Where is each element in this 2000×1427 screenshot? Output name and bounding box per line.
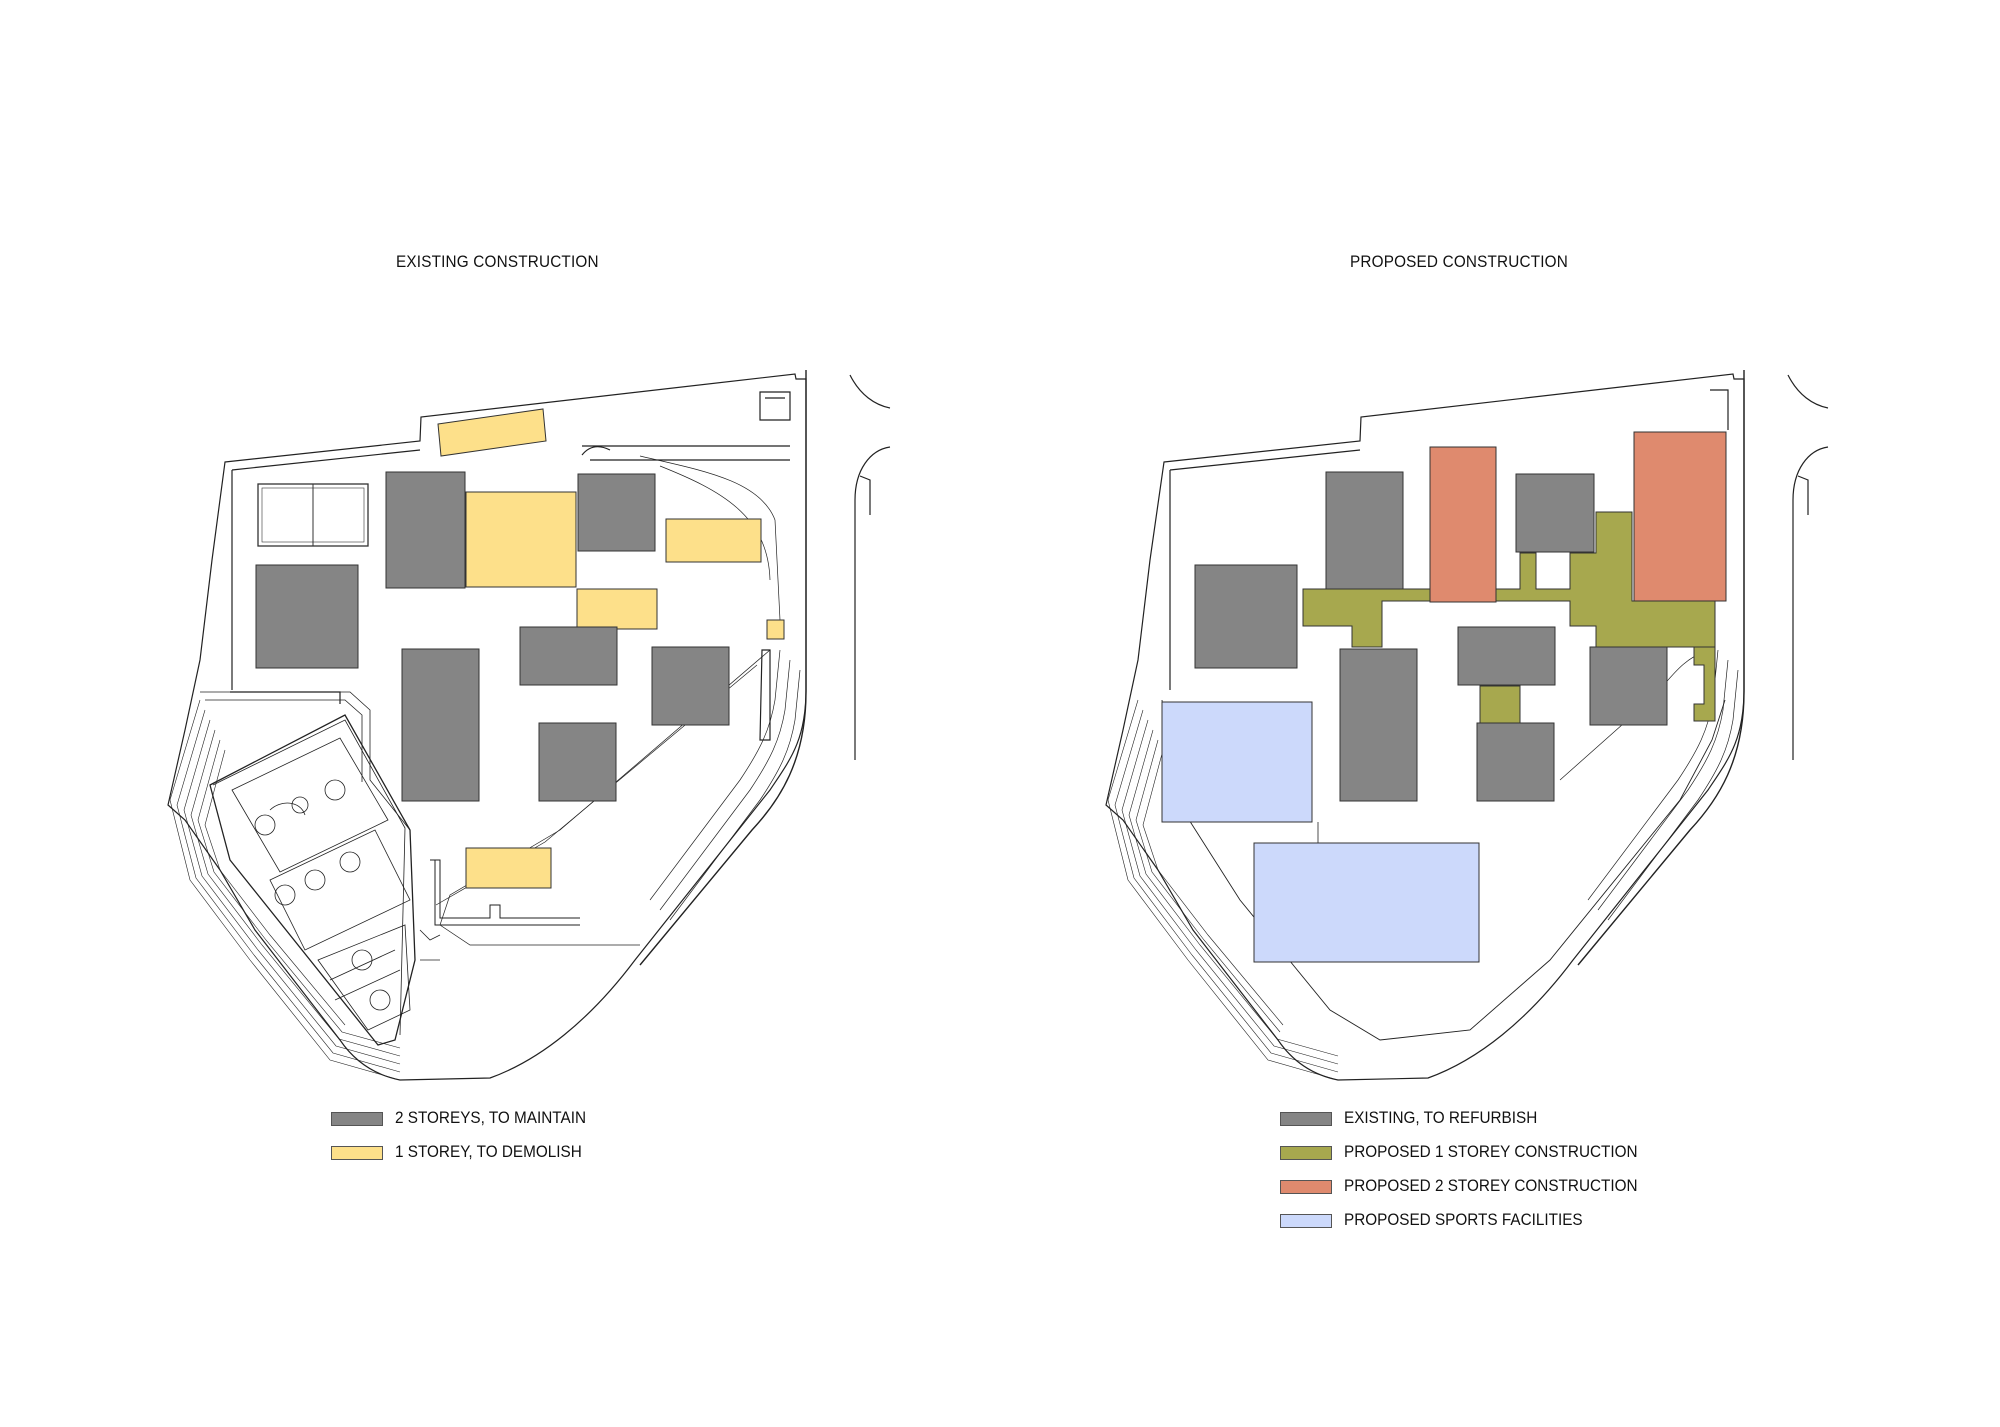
maintain-building [538, 722, 617, 802]
refurbish-building [1515, 473, 1595, 553]
legend-swatch-yellow [331, 1146, 383, 1160]
proposed-1-storey-building [1693, 646, 1716, 722]
demolish-building [465, 491, 577, 588]
existing-sports-courts [209, 714, 416, 1046]
legend-swatch-grey [331, 1112, 383, 1126]
proposed-2-storey-building [1633, 431, 1727, 602]
proposed-site-boundary [1105, 373, 1745, 1081]
legend-label: 1 STOREY, TO DEMOLISH [395, 1142, 582, 1161]
demolish-building [576, 588, 658, 630]
proposed-2-storey-building [1429, 446, 1497, 603]
demolish-building [665, 518, 762, 563]
legend-swatch-grey [1280, 1112, 1332, 1126]
refurbish-building [1325, 471, 1404, 590]
maintain-building [519, 626, 618, 686]
demolish-building [766, 619, 785, 640]
legend-swatch-salmon [1280, 1180, 1332, 1194]
maintain-building [385, 471, 466, 589]
proposed-construction-title: PROPOSED CONSTRUCTION [1350, 252, 1568, 271]
proposed-sports-facility [1161, 701, 1313, 823]
refurbish-building [1476, 722, 1555, 802]
legend-swatch-blue [1280, 1214, 1332, 1228]
legend-label: EXISTING, TO REFURBISH [1344, 1108, 1538, 1127]
maintain-building [401, 648, 480, 802]
existing-site-plan [167, 370, 891, 1081]
proposed-1-storey-building [1302, 511, 1716, 648]
proposed-1-storey-building [1479, 685, 1521, 725]
existing-construction-title: EXISTING CONSTRUCTION [396, 252, 599, 271]
legend-label: PROPOSED 2 STOREY CONSTRUCTION [1344, 1176, 1638, 1195]
maintain-building [651, 646, 730, 726]
maintain-building [577, 473, 656, 552]
legend-label: PROPOSED SPORTS FACILITIES [1344, 1210, 1583, 1229]
legend-swatch-olive [1280, 1146, 1332, 1160]
demolish-building [465, 847, 552, 889]
existing-site-boundary [167, 373, 807, 1081]
refurbish-building [1457, 626, 1556, 686]
proposed-buildings [1161, 431, 1727, 963]
proposed-sports-facility [1253, 842, 1480, 963]
demolish-building [437, 408, 547, 457]
legend-label: 2 STOREYS, TO MAINTAIN [395, 1108, 587, 1127]
refurbish-building [1339, 648, 1418, 802]
existing-buildings [255, 408, 785, 889]
maintain-building [255, 564, 359, 669]
refurbish-building [1589, 646, 1668, 726]
proposed-site-plan [1105, 370, 1829, 1081]
legend-label: PROPOSED 1 STOREY CONSTRUCTION [1344, 1142, 1638, 1161]
refurbish-building [1194, 564, 1298, 669]
